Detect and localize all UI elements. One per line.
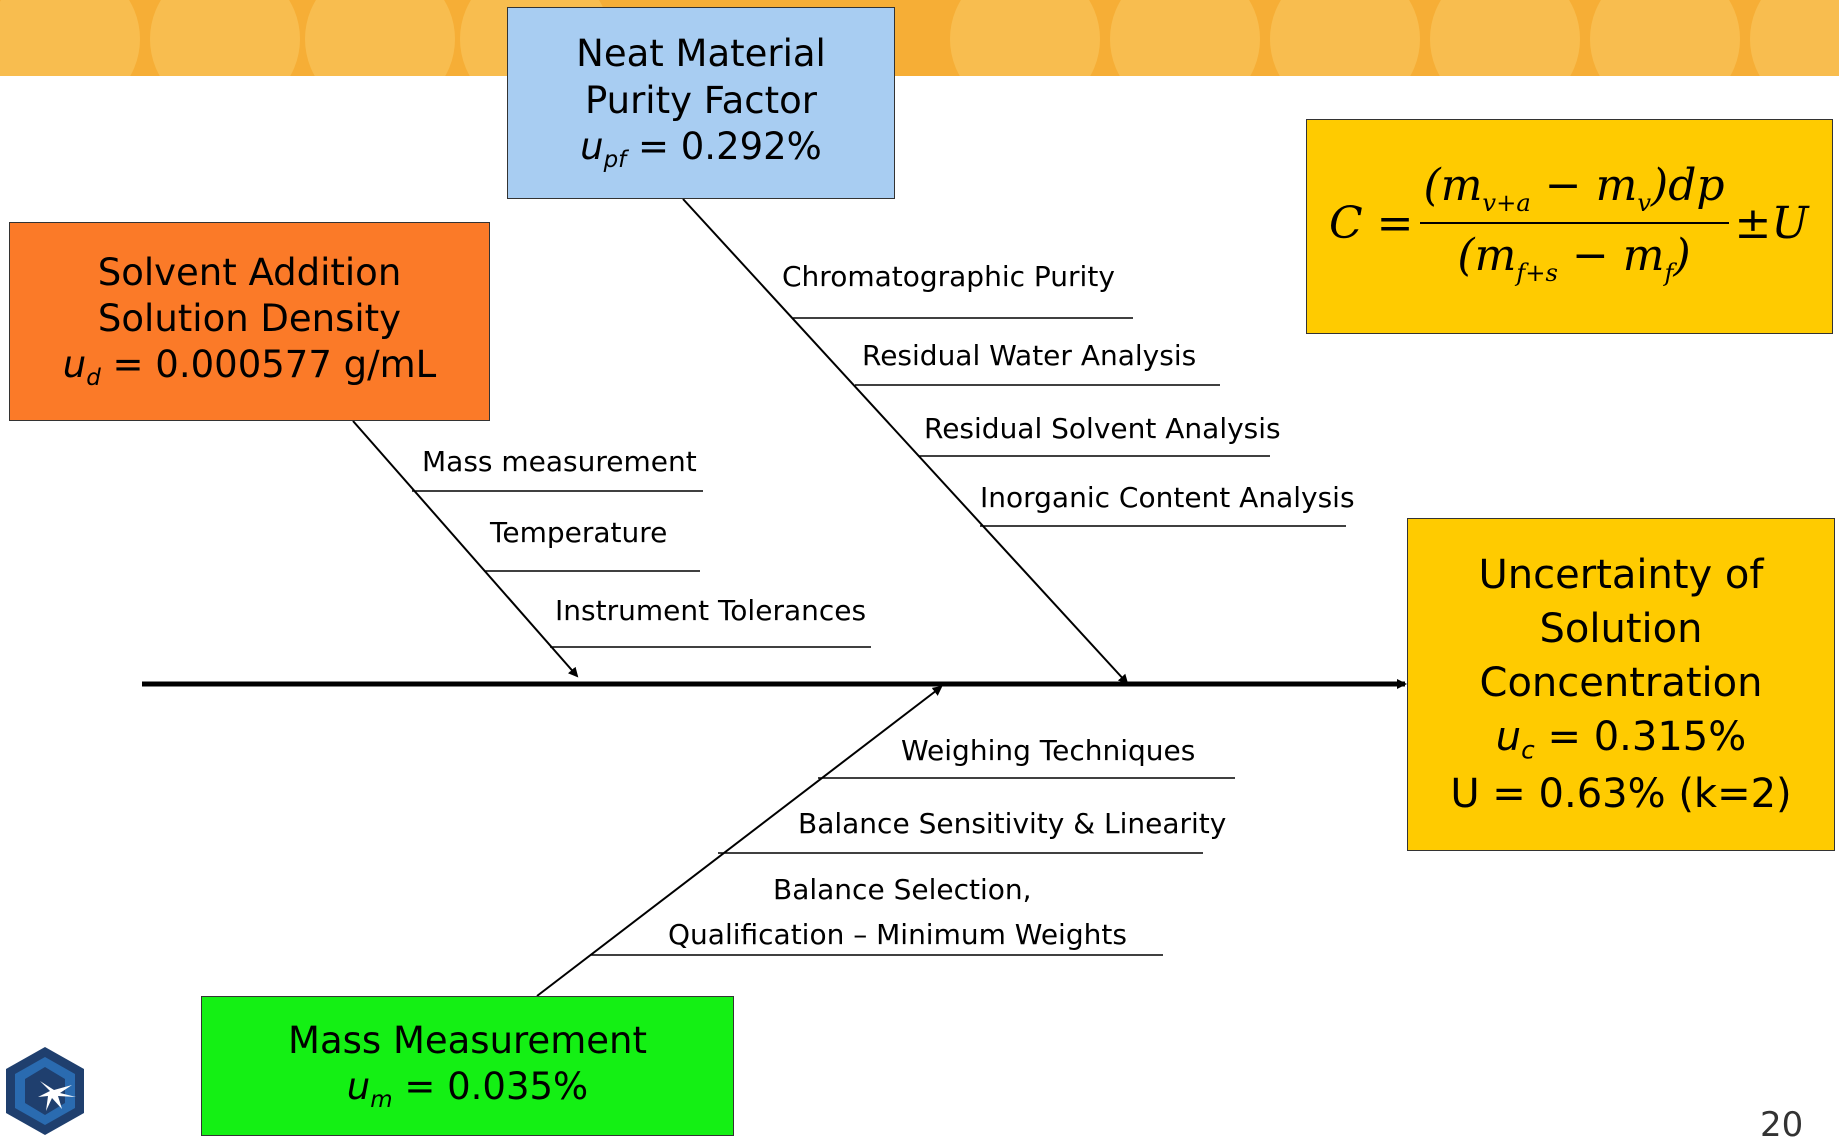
effect-line1: Uncertainty of	[1478, 551, 1764, 598]
cause-balance-selection: Balance Selection,	[773, 873, 1032, 906]
banner-circle	[1430, 0, 1580, 76]
formula-denominator: (mf+s − mf)	[1457, 230, 1691, 287]
formula-lhs: C =	[1329, 197, 1414, 249]
cause-residual-solvent: Residual Solvent Analysis	[924, 412, 1281, 445]
effect-expanded: U = 0.63% (k=2)	[1450, 771, 1792, 818]
neat-material-box: Neat Material Purity Factor upf = 0.292%	[507, 7, 895, 199]
banner-circle	[0, 0, 140, 76]
banner-circle	[305, 0, 455, 76]
banner-circle	[950, 0, 1100, 76]
cause-weighing-techniques: Weighing Techniques	[901, 734, 1196, 767]
mass-measurement-box: Mass Measurement um = 0.035%	[201, 996, 734, 1136]
solvent-uncertainty: ud = 0.000577 g/mL	[62, 343, 437, 392]
branch-solvent	[352, 420, 579, 678]
formula-fraction: (mv+a − mv)dp (mf+s − mf)	[1419, 158, 1729, 288]
cause-qualification-min-weights: Qualification – Minimum Weights	[668, 918, 1127, 951]
cause-chromatographic-purity: Chromatographic Purity	[782, 260, 1115, 293]
cause-instrument-tolerances: Instrument Tolerances	[555, 594, 867, 627]
banner-circle	[150, 0, 300, 76]
solvent-addition-box: Solvent Addition Solution Density ud = 0…	[9, 222, 490, 421]
solvent-title-line1: Solvent Addition	[97, 250, 402, 294]
cause-residual-water: Residual Water Analysis	[862, 339, 1197, 372]
branch-mass	[536, 685, 943, 997]
banner-circle	[1270, 0, 1420, 76]
neat-title-line2: Purity Factor	[584, 78, 818, 122]
effect-line2: Solution	[1539, 605, 1703, 652]
solvent-title-line2: Solution Density	[97, 297, 402, 341]
concentration-formula: C = (mv+a − mv)dp (mf+s − mf) ±U	[1329, 158, 1808, 288]
mass-title: Mass Measurement	[288, 1018, 647, 1062]
effect-box: Uncertainty of Solution Concentration uc…	[1407, 518, 1835, 851]
banner-circle	[1110, 0, 1260, 76]
cause-balance-sensitivity: Balance Sensitivity & Linearity	[798, 807, 1227, 840]
cause-temperature: Temperature	[490, 516, 668, 549]
effect-line3: Concentration	[1479, 659, 1763, 706]
banner-circle	[1750, 0, 1839, 76]
formula-box: C = (mv+a − mv)dp (mf+s − mf) ±U	[1306, 119, 1833, 334]
banner-circle	[1590, 0, 1740, 76]
cause-inorganic-content: Inorganic Content Analysis	[980, 481, 1355, 514]
neat-title-line1: Neat Material	[576, 32, 826, 76]
neat-uncertainty: upf = 0.292%	[580, 124, 822, 173]
mass-uncertainty: um = 0.035%	[346, 1064, 589, 1113]
formula-numerator: (mv+a − mv)dp	[1419, 158, 1729, 225]
branch-neat	[682, 198, 1129, 685]
effect-uc: uc = 0.315%	[1495, 713, 1747, 765]
page-number: 20	[1760, 1105, 1804, 1145]
cause-mass-measurement: Mass measurement	[422, 445, 697, 478]
formula-rhs: ±U	[1734, 197, 1809, 249]
crystal-logo-icon	[6, 1047, 84, 1135]
